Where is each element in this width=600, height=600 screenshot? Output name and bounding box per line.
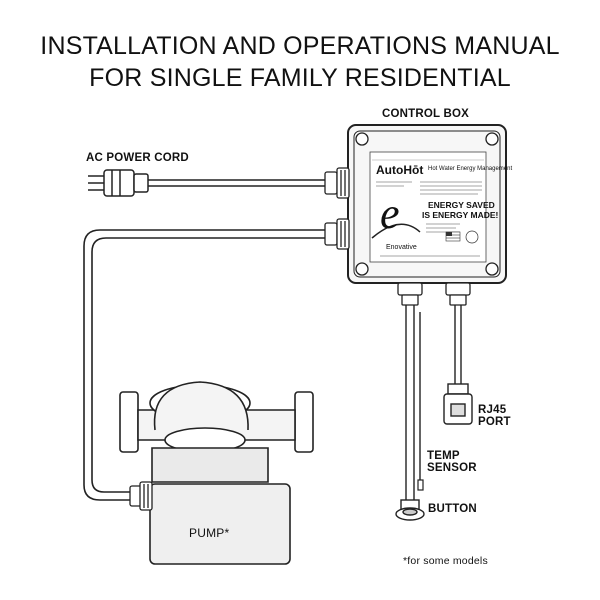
temp-sensor-label-line-1: TEMP [427,450,460,462]
pump-cord [83,229,325,501]
rj45-port-icon [443,383,473,425]
swoosh-icon [371,223,421,239]
rj45-port-label-line-1: RJ45 [478,404,507,416]
temp-sensor-and-button-cables [405,305,421,500]
box-bottom-glands [397,282,471,306]
ac-power-cord [148,179,325,187]
box-slogan-line-2: IS ENERGY MADE! [422,210,499,220]
box-maker-name: Enovative [386,244,417,251]
box-logo-letter: e [380,189,400,238]
manual-title-line-2: FOR SINGLE FAMILY RESIDENTIAL [89,64,511,92]
control-box-label: CONTROL BOX [382,108,469,120]
button-icon [395,499,425,521]
temp-sensor-label: TEMP SENSOR [427,450,477,474]
ac-power-cord-label: AC POWER CORD [86,152,189,164]
box-label-plate [369,151,487,263]
box-slogan-line-1: ENERGY SAVED [428,200,495,210]
footnote: *for some models [403,555,488,567]
temp-sensor-label-line-2: SENSOR [427,462,477,474]
plug-icon [88,169,149,197]
box-brand-name: AutoHōt [376,163,424,177]
rj45-cable [454,305,462,384]
pump-gland [129,481,153,511]
certification-mark-icon [465,230,479,244]
button-label: BUTTON [428,503,477,515]
pump-body [119,381,314,565]
box-brand-tagline: Hot Water Energy Management [428,166,513,172]
box-screws [355,132,499,276]
rj45-port-label-line-2: PORT [478,416,511,428]
rj45-port-label: RJ45 PORT [478,404,511,428]
temp-sensor-probe-icon [417,479,424,491]
manual-title-line-1: INSTALLATION AND OPERATIONS MANUAL [40,32,560,60]
box-left-glands [324,167,350,250]
pump-label: PUMP* [189,526,230,540]
flag-icon [445,231,461,242]
